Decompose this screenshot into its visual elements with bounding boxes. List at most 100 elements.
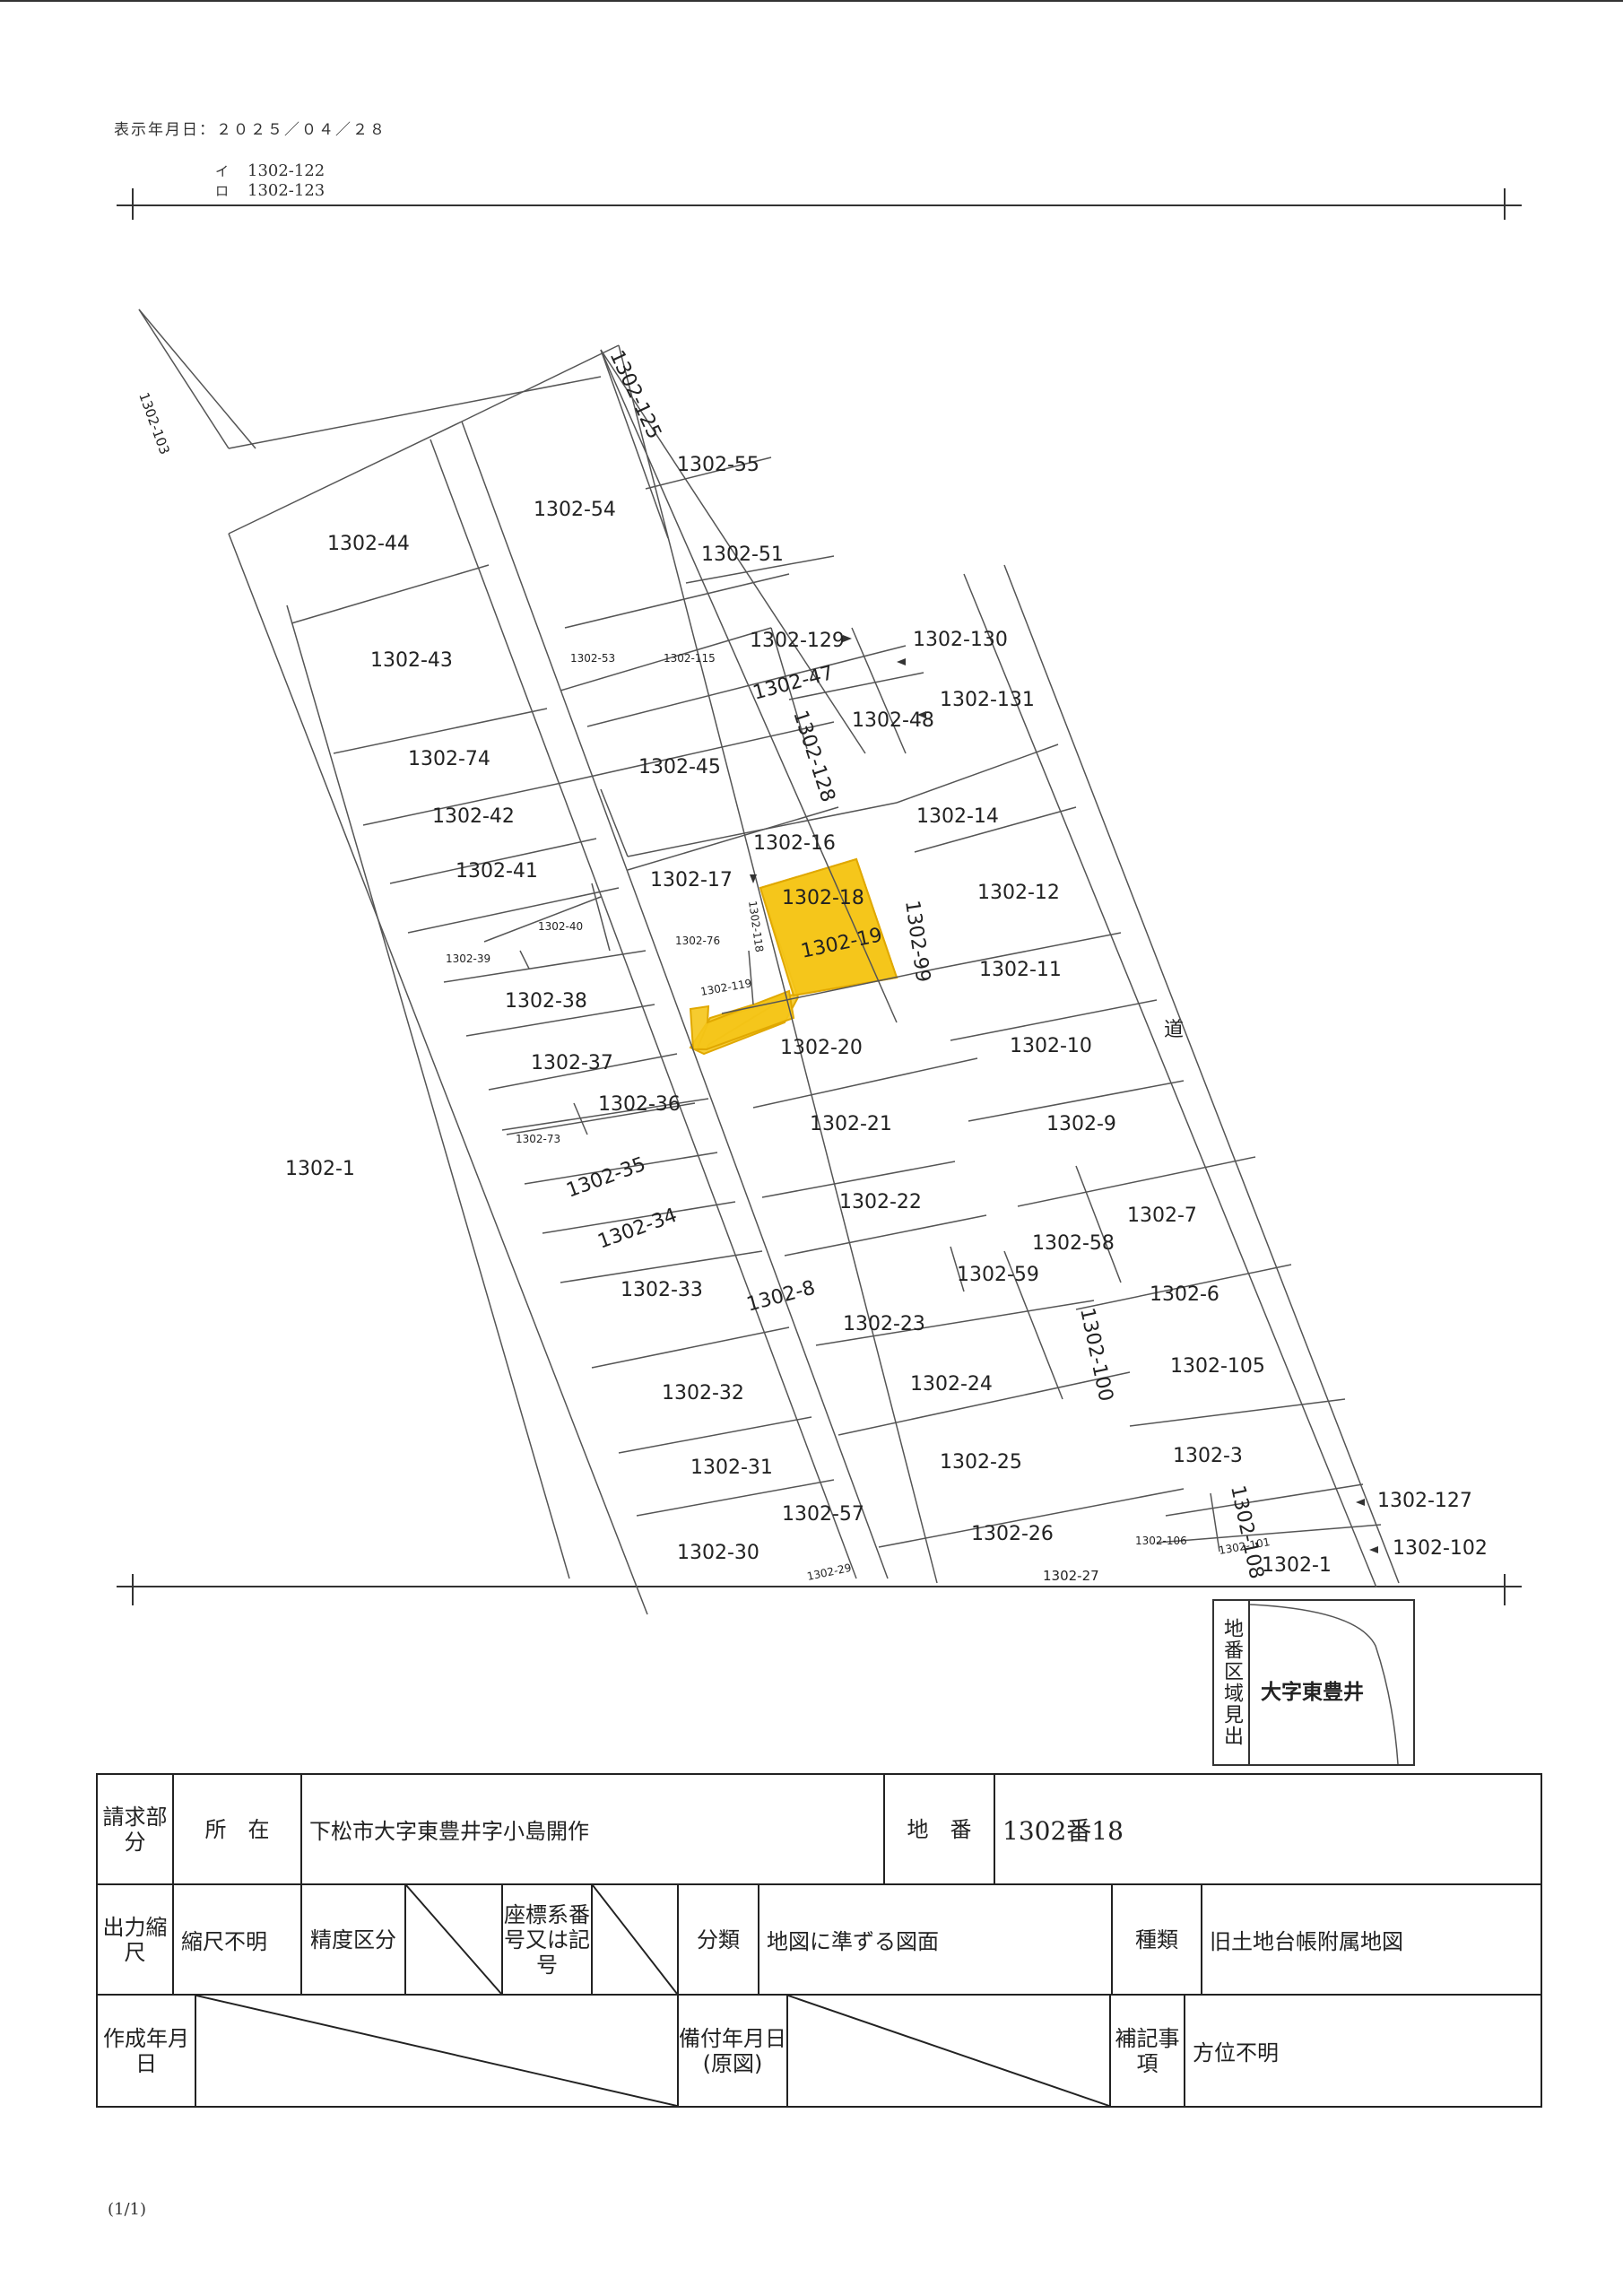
- parcel-label: 1302-11: [979, 959, 1062, 981]
- parcel-label: 1302-20: [780, 1037, 863, 1059]
- parcel-label: 1302-18: [782, 887, 864, 909]
- parcel-label: 1302-25: [940, 1451, 1022, 1474]
- parcel-label: 1302-39: [446, 952, 490, 965]
- parcel-label: 1302-1: [285, 1158, 355, 1180]
- parcel-label: 1302-9: [1046, 1113, 1116, 1135]
- parcel-label: 1302-127: [1377, 1490, 1472, 1512]
- parcel-label: 1302-14: [916, 805, 999, 828]
- location-label: 所 在: [172, 1773, 302, 1885]
- district-index-box: 地番区域見出 大字東豊井: [1212, 1599, 1415, 1766]
- parcel-label: 1302-3: [1173, 1445, 1243, 1467]
- lot-value: 1302番18: [994, 1773, 1542, 1885]
- parcel-label: 1302-17: [650, 869, 733, 891]
- parcel-label: 1302-36: [598, 1093, 681, 1116]
- installed-date-label: 備付年月日(原図): [677, 1994, 788, 2108]
- parcel-label: 1302-51: [701, 544, 784, 566]
- parcel-label: 1302-27: [1043, 1568, 1099, 1584]
- parcel-label: 1302-48: [852, 709, 934, 732]
- created-date-label: 作成年月日: [96, 1994, 196, 2108]
- output-scale-value: 縮尺不明: [172, 1883, 302, 1996]
- classification-label: 分類: [677, 1883, 759, 1996]
- info-table: 請求部分 所 在 下松市大字東豊井字小島開作 地 番 1302番18 出力縮尺 …: [96, 1773, 1542, 2108]
- district-boundary-sketch: [1249, 1604, 1399, 1765]
- parcel-label: 1302-42: [432, 805, 515, 828]
- parcel-label: 1302-100: [1075, 1306, 1116, 1404]
- parcel-label: 1302-7: [1127, 1205, 1197, 1227]
- parcel-label: 1302-31: [690, 1457, 773, 1479]
- parcel-label: 1302-55: [677, 454, 759, 476]
- leader-arrows: [750, 635, 1378, 1553]
- parcel-label: 1302-129: [750, 630, 845, 652]
- parcel-label: 1302-44: [327, 533, 410, 555]
- lot-label: 地 番: [883, 1773, 995, 1885]
- coordinate-system-value: [591, 1883, 679, 1996]
- output-scale-label: 出力縮尺: [96, 1883, 174, 1996]
- request-part-label: 請求部分: [96, 1773, 174, 1885]
- parcel-label: 1302-106: [1135, 1535, 1187, 1547]
- parcel-label: 1302-23: [843, 1313, 925, 1335]
- top-border: [0, 0, 1623, 2]
- parcel-label: 1302-99: [900, 899, 934, 984]
- parcel-label: 1302-40: [538, 920, 583, 933]
- arrow-icon: [897, 658, 906, 665]
- parcel-label: 1302-26: [971, 1523, 1054, 1545]
- highlighted-parcel-access: [689, 989, 795, 1050]
- page-number: (1/1): [108, 2200, 147, 2219]
- parcel-label: 1302-16: [753, 832, 836, 855]
- parcel-label: 1302-21: [810, 1113, 892, 1135]
- parcel-label: 1302-59: [957, 1264, 1039, 1286]
- parcel-label: 1302-57: [782, 1503, 864, 1526]
- cadastral-map: 道 1302-103 1302-125 1302-55 1302-54 1302…: [117, 188, 1522, 1615]
- parcel-boundaries: [138, 309, 1400, 1615]
- parcel-label: 1302-33: [621, 1279, 703, 1301]
- parcel-label: 1302-130: [913, 629, 1008, 651]
- arrow-icon: [843, 635, 852, 642]
- parcel-label: 1302-102: [1393, 1537, 1488, 1560]
- parcel-label: 1302-74: [408, 748, 490, 770]
- parcel-label: 1302-103: [135, 390, 173, 457]
- map-frame: [117, 188, 1522, 1605]
- parcel-label: 1302-1: [1262, 1554, 1332, 1577]
- created-date-value: [195, 1994, 679, 2108]
- parcel-label: 1302-8: [744, 1276, 818, 1316]
- parcel-label: 1302-32: [662, 1382, 744, 1405]
- parcel-label: 1302-6: [1150, 1283, 1219, 1306]
- parcel-label: 1302-115: [664, 652, 716, 665]
- parcel-label: 1302-73: [516, 1133, 560, 1145]
- parcel-label: 1302-76: [675, 935, 720, 947]
- parcel-label: 1302-53: [570, 652, 615, 665]
- arrow-icon: [1369, 1546, 1378, 1553]
- accuracy-value: [404, 1883, 503, 1996]
- parcel-label: 1302-37: [531, 1052, 613, 1074]
- parcel-label: 1302-35: [564, 1153, 649, 1203]
- parcel-label: 1302-131: [940, 689, 1035, 711]
- parcel-label: 1302-58: [1032, 1232, 1115, 1255]
- arrow-icon: [750, 874, 757, 883]
- district-index-header: 地番区域見出: [1214, 1601, 1250, 1764]
- parcel-label: 1302-12: [977, 882, 1060, 904]
- classification-value: 地図に準ずる図面: [758, 1883, 1113, 1996]
- print-date: 表示年月日：２０２５／０４／２８: [114, 121, 386, 139]
- parcel-label: 1302-43: [370, 649, 453, 672]
- installed-date-value: [786, 1994, 1111, 2108]
- parcel-label: 1302-38: [505, 990, 587, 1013]
- parcel-label: 1302-41: [456, 860, 538, 883]
- parcel-label: 1302-34: [595, 1205, 681, 1254]
- type-label: 種類: [1111, 1883, 1202, 1996]
- notes-label: 補記事項: [1109, 1994, 1185, 2108]
- parcel-label: 1302-10: [1010, 1035, 1092, 1057]
- coordinate-system-label: 座標系番号又は記号: [501, 1883, 593, 1996]
- arrow-icon: [1356, 1499, 1365, 1506]
- road-label: 道: [1164, 1019, 1184, 1041]
- location-value: 下松市大字東豊井字小島開作: [300, 1773, 885, 1885]
- parcel-label: 1302-24: [910, 1373, 993, 1396]
- notes-value: 方位不明: [1184, 1994, 1542, 2108]
- accuracy-label: 精度区分: [300, 1883, 406, 1996]
- parcel-label: 1302-105: [1170, 1355, 1265, 1378]
- arrow-icon: [917, 711, 926, 718]
- parcel-label: 1302-45: [638, 756, 721, 778]
- type-value: 旧土地台帳附属地図: [1201, 1883, 1542, 1996]
